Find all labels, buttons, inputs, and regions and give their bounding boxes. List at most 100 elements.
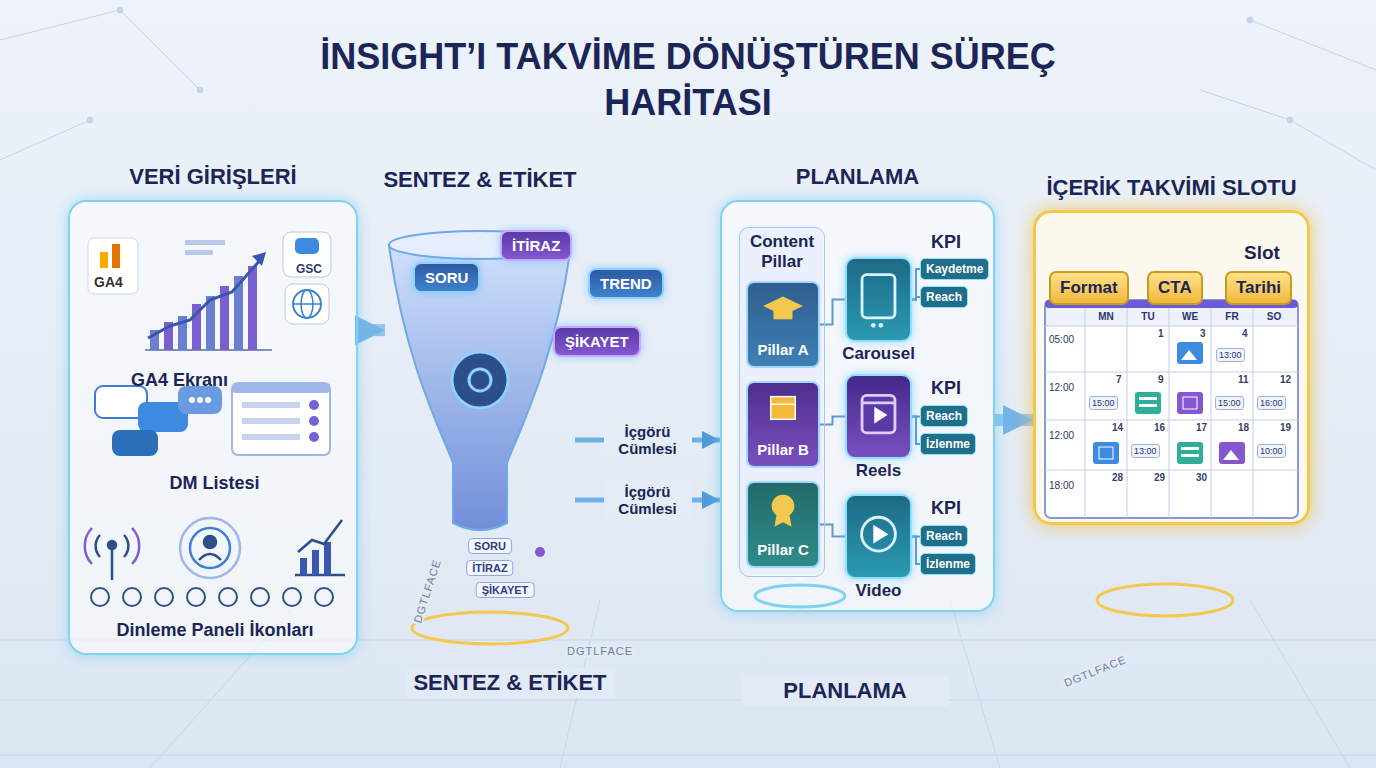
ga4-chart <box>88 238 272 350</box>
node-text: SENTEZ & ETİKET <box>383 167 576 193</box>
calendar-grid <box>1045 300 1298 518</box>
free-label: MN <box>1098 311 1114 322</box>
free-label: KPI <box>931 378 961 399</box>
node-text: Video <box>856 581 902 601</box>
dm-chat-icons <box>95 383 330 456</box>
connector <box>912 537 920 565</box>
pillar-box: Pillar B <box>746 381 820 468</box>
node-text: Reach <box>926 409 962 423</box>
free-label: SO <box>1267 311 1281 322</box>
free-label: 13:00 <box>1131 444 1160 458</box>
kpi-chip: İzlenme <box>920 433 976 455</box>
edge-label: İçgörü Cümlesi <box>604 421 692 460</box>
free-label: KPI <box>931 232 961 253</box>
dm-list: DM Listesi <box>87 380 342 498</box>
free-label: 28 <box>1112 472 1123 483</box>
pillar-column: Content PillarPillar A Pillar B Pillar C <box>739 227 825 577</box>
free-label: 10:00 <box>1257 444 1286 458</box>
node-text: CTA <box>1158 278 1192 298</box>
free-label: İTİRAZ <box>466 560 513 576</box>
free-label: 16:00 <box>1257 396 1286 410</box>
free-label: FR <box>1225 311 1238 322</box>
connector <box>912 269 920 300</box>
node-text: GSC <box>285 262 333 276</box>
free-label: WE <box>1182 311 1198 322</box>
node-text: İTİRAZ <box>512 237 560 254</box>
connector <box>912 297 920 300</box>
free-label: ŞİKAYET <box>476 582 535 598</box>
free-label: 1 <box>1158 328 1164 339</box>
node-text: Format <box>1060 278 1118 298</box>
gsc-icon: GSC <box>285 234 333 279</box>
node-text: Pillar C <box>748 541 818 558</box>
free-label: 30 <box>1196 472 1207 483</box>
free-label: 12:00 <box>1049 382 1074 393</box>
node-text: Kaydetme <box>926 262 983 276</box>
free-label: 12:00 <box>1049 430 1074 441</box>
free-label: SORU <box>468 538 512 554</box>
free-label: DGTLFACE <box>411 556 444 626</box>
node-text: Dinleme Paneli İkonları <box>80 620 350 641</box>
node-text: Content Pillar <box>740 232 824 271</box>
node-shape <box>847 259 910 340</box>
node-text: Carousel <box>842 344 915 364</box>
panel-fills <box>68 200 1310 655</box>
node-text: VERİ GİRİŞLERİ <box>129 164 296 190</box>
node-text: İzlenme <box>926 557 970 571</box>
tag-bubble: İTİRAZ <box>500 230 572 261</box>
node-text: Pillar B <box>748 441 818 458</box>
edge-label: İçgörü Cümlesi <box>604 481 692 520</box>
free-label: 15:00 <box>1089 396 1118 410</box>
node-text: TREND <box>600 275 652 292</box>
connector <box>820 300 845 325</box>
ga4-screen: GA4GA4 Ekranı <box>82 230 277 395</box>
connector <box>358 324 385 336</box>
connector <box>995 414 1033 426</box>
node-text: Reach <box>926 290 962 304</box>
free-label: 29 <box>1154 472 1165 483</box>
format-card: Video <box>845 494 912 579</box>
node-text: Tarihi <box>1236 278 1281 298</box>
connector <box>820 525 845 537</box>
slot-tag: Tarihi <box>1225 271 1292 305</box>
tag-bubble: SORU <box>413 262 480 293</box>
free-label: KPI <box>931 498 961 519</box>
kpi-chip: Kaydetme <box>920 258 989 280</box>
node-text: DM Listesi <box>87 473 342 494</box>
node-text: GA4 Ekranı <box>82 370 277 391</box>
kpi-chip: Reach <box>920 525 968 547</box>
free-label: 11 <box>1238 374 1249 385</box>
free-label: 14 <box>1112 422 1123 433</box>
format-card: Reels <box>845 374 912 459</box>
free-label: TU <box>1141 311 1154 322</box>
free-label: 17 <box>1196 422 1207 433</box>
gsc-globe-icons <box>283 232 331 324</box>
floor-grid <box>0 600 1376 768</box>
node-text: SORU <box>425 269 468 286</box>
free-label: 18 <box>1238 422 1249 433</box>
free-label: 15:00 <box>1215 396 1244 410</box>
slot-tag: CTA <box>1147 271 1203 305</box>
format-card: Carousel <box>845 257 912 342</box>
network-lines <box>0 7 1376 170</box>
listening-icons <box>85 518 345 580</box>
kpi-chip: Reach <box>920 405 968 427</box>
node-text: ŞİKAYET <box>565 333 629 350</box>
free-label: Slot <box>1244 242 1280 264</box>
node-shape <box>847 376 910 457</box>
kpi-chip: Reach <box>920 286 968 308</box>
kpi-chip: İzlenme <box>920 553 976 575</box>
free-label: SENTEZ & ETİKET <box>406 668 614 698</box>
free-label: 18:00 <box>1049 480 1074 491</box>
free-label: DGTLFACE <box>565 645 635 657</box>
free-label: 16 <box>1154 422 1165 433</box>
free-label: 05:00 <box>1049 334 1074 345</box>
free-label: 4 <box>1242 328 1248 339</box>
tag-bubble: TREND <box>588 268 664 299</box>
listening-panel: Dinleme Paneli İkonları <box>80 507 350 645</box>
pillar-box: Pillar A <box>746 281 820 368</box>
free-label: 3 <box>1200 328 1206 339</box>
connector <box>820 417 845 425</box>
